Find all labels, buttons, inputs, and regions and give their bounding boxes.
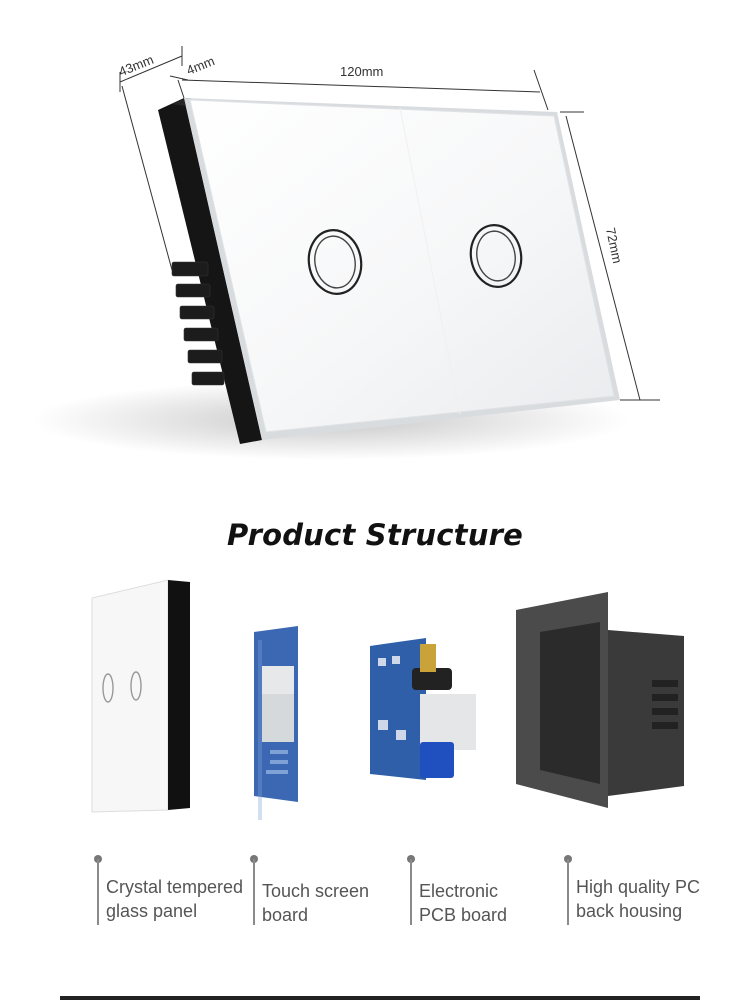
switch-product-image — [30, 46, 660, 460]
housing-fins — [171, 261, 225, 386]
bottom-edge-strip — [60, 996, 700, 1000]
label-line-2: board — [262, 905, 309, 925]
label-line-2: glass panel — [106, 901, 198, 921]
label-line-1: Touch screen — [262, 881, 370, 901]
component-label-housing: High quality PC back housing — [564, 855, 736, 925]
touch-button-left — [307, 229, 363, 295]
component-label-glass: Crystal tempered glass panel — [94, 855, 266, 925]
dimension-width-label: 120mm — [340, 64, 384, 79]
label-divider — [410, 859, 412, 925]
label-divider — [567, 859, 569, 925]
dimension-lines — [119, 46, 660, 401]
label-divider — [253, 859, 255, 925]
glass-panel-face — [189, 99, 615, 433]
back-housing-icon — [516, 592, 684, 808]
section-title: Product Structure — [227, 518, 523, 552]
glass-panel-icon — [91, 579, 190, 813]
pcb-board-icon — [370, 638, 476, 780]
label-line-1: High quality PC — [576, 877, 701, 897]
touch-board-icon — [254, 626, 298, 820]
touch-button-right — [469, 224, 523, 288]
label-divider — [97, 859, 99, 925]
label-line-1: Electronic — [419, 881, 499, 901]
label-line-2: PCB board — [419, 905, 508, 925]
component-images — [91, 579, 684, 820]
component-label-pcb: Electronic PCB board — [407, 855, 579, 927]
label-line-1: Crystal tempered — [106, 877, 244, 897]
component-label-touch: Touch screen board — [250, 855, 422, 927]
back-housing — [158, 98, 262, 444]
label-line-2: back housing — [576, 901, 683, 921]
